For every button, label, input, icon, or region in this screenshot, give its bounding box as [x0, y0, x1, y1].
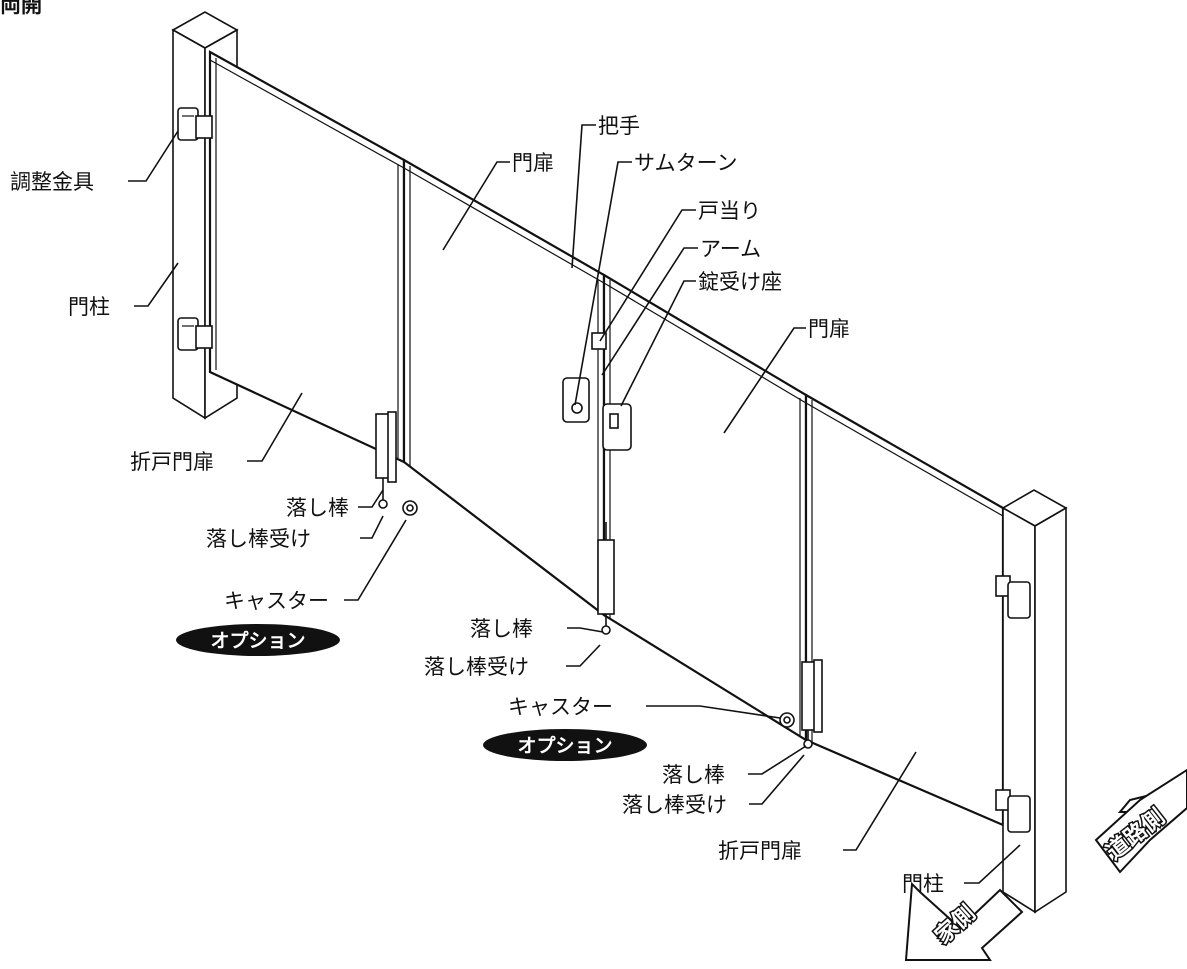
label-caster-right: キャスター: [508, 695, 613, 719]
hinge-right-upper: [995, 575, 1031, 619]
option-badge-left: オプション: [176, 624, 340, 656]
label-lock-receiver: 錠受け座: [698, 270, 782, 294]
option-badge-right-text: オプション: [517, 734, 612, 757]
label-post-left: 門柱: [68, 295, 110, 319]
label-drop-rod-receiver-left: 落し棒受け: [206, 527, 311, 551]
label-drop-rod-receiver-right: 落し棒受け: [622, 793, 727, 817]
caster-right: [779, 712, 795, 728]
label-drop-rod-center: 落し棒: [470, 617, 533, 641]
right-post: [1001, 489, 1068, 914]
option-badge-left-text: オプション: [210, 629, 305, 652]
house-side-arrow: 家側: [904, 881, 1024, 961]
road-side-arrow: 道路側: [1094, 768, 1187, 874]
leader-lines: [128, 124, 1021, 884]
label-door-stop: 戸当り: [698, 199, 761, 223]
hinge-right-lower: [995, 789, 1031, 833]
drop-rod-right: [801, 659, 823, 749]
label-drop-rod-left: 落し棒: [286, 496, 349, 520]
drop-rod-center: [597, 522, 615, 635]
label-folding-door-right: 折戸門扉: [718, 839, 802, 863]
label-folding-door-left: 折戸門扉: [130, 450, 214, 474]
label-handle: 把手: [598, 114, 640, 138]
hinge-left-lower: [177, 317, 213, 351]
label-drop-rod-right: 落し棒: [662, 763, 725, 787]
caster-left: [402, 500, 418, 516]
label-gate-door-center: 門扉: [512, 151, 554, 175]
hinge-left-upper: [177, 107, 213, 141]
label-caster-left: キャスター: [224, 589, 329, 613]
label-arm: アーム: [700, 237, 761, 261]
gate-door-panel-right: [602, 273, 808, 742]
drop-rod-left: [375, 411, 397, 509]
label-gate-door-right: 門扉: [808, 317, 850, 341]
label-drop-rod-receiver-center: 落し棒受け: [424, 655, 529, 679]
label-post-right: 門柱: [902, 872, 944, 896]
lock-receiver: [602, 403, 632, 451]
header-partial: 両開: [0, 0, 42, 17]
label-adjuster: 調整金具: [10, 170, 94, 194]
label-thumbturn: サムターン: [634, 151, 738, 175]
option-badge-right: オプション: [483, 729, 647, 761]
